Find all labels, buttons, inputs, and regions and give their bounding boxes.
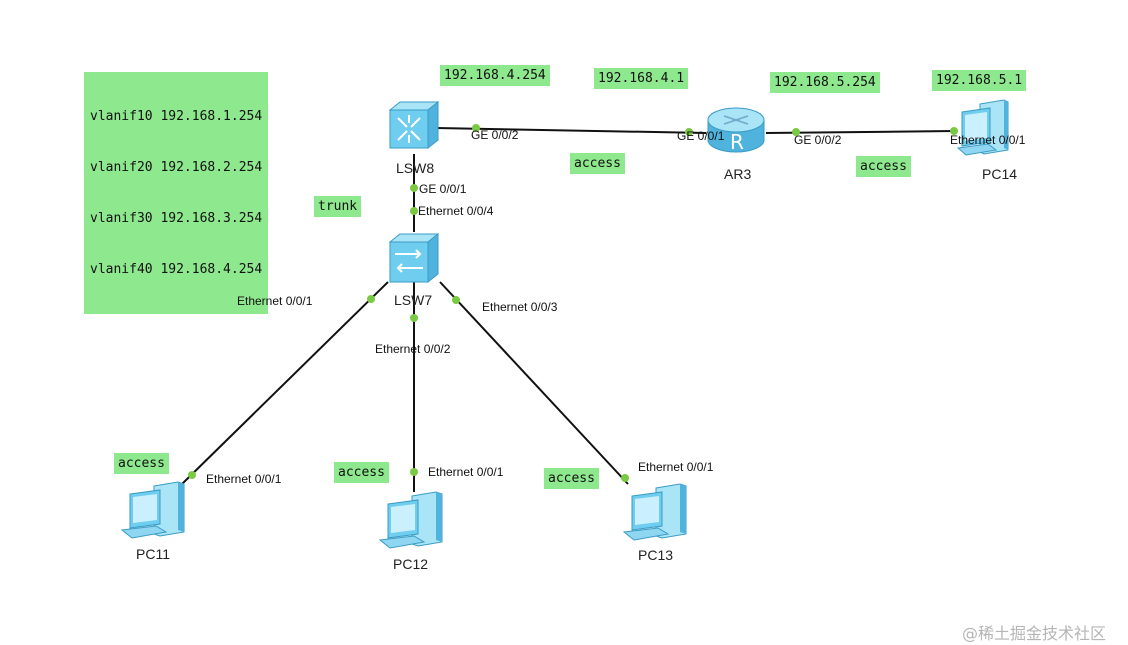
port-label-pc12-eth: Ethernet 0/0/1 <box>428 465 504 479</box>
port-label-pc11-eth: Ethernet 0/0/1 <box>206 472 282 486</box>
port-label-pc13-eth: Ethernet 0/0/1 <box>638 460 714 474</box>
port-dot <box>410 468 418 476</box>
vlanif-line: vlanif20 192.168.2.254 <box>90 160 263 175</box>
vlanif-line: vlanif40 192.168.4.254 <box>90 262 263 277</box>
access-ar3-pc14-note: access <box>856 156 911 177</box>
port-label-lsw8-ge001: GE 0/0/1 <box>419 182 467 196</box>
port-label-lsw7-eth003: Ethernet 0/0/3 <box>482 300 558 314</box>
port-dot <box>685 128 693 136</box>
pc12-computer-icon[interactable] <box>378 488 446 550</box>
trunk-note: trunk <box>314 196 362 217</box>
port-dot <box>950 127 958 135</box>
port-dot <box>792 128 800 136</box>
port-dot <box>188 471 196 479</box>
port-dot <box>410 184 418 192</box>
link-lsw8-ar3[interactable] <box>435 127 707 134</box>
pc14-name: PC14 <box>982 166 1018 182</box>
port-label-pc14-eth: Ethernet 0/0/1 <box>950 133 1026 147</box>
pc13-computer-icon[interactable] <box>622 480 690 542</box>
lsw7-switch-icon[interactable] <box>386 232 442 284</box>
port-dot <box>410 207 418 215</box>
watermark: @稀土掘金技术社区 <box>962 624 1107 643</box>
ip-pc14-note: 192.168.5.1 <box>932 70 1027 91</box>
vlanif-line: vlanif10 192.168.1.254 <box>90 109 263 124</box>
vlanif-line: vlanif30 192.168.3.254 <box>90 211 263 226</box>
port-label-lsw8-ge002: GE 0/0/2 <box>471 128 519 142</box>
ar3-router-icon[interactable]: R <box>704 104 768 158</box>
port-dot <box>621 474 629 482</box>
svg-text:R: R <box>730 130 744 154</box>
access-lsw8-ar3-note: access <box>570 153 625 174</box>
port-label-ar3-ge002: GE 0/0/2 <box>794 133 842 147</box>
ip-ar3-ge002-note: 192.168.5.254 <box>770 72 880 93</box>
pc13-name: PC13 <box>638 547 674 563</box>
port-dot <box>367 295 375 303</box>
link-lsw7-pc11[interactable] <box>181 281 389 485</box>
pc14-computer-icon[interactable] <box>956 98 1012 158</box>
lsw7-name: LSW7 <box>394 292 433 308</box>
ar3-name: AR3 <box>724 166 752 182</box>
access-pc13-note: access <box>544 468 599 489</box>
link-lsw7-pc13[interactable] <box>439 281 629 485</box>
port-dot <box>452 296 460 304</box>
pc11-name: PC11 <box>136 546 170 562</box>
port-label-lsw7-eth004: Ethernet 0/0/4 <box>418 204 494 218</box>
port-label-ar3-ge001: GE 0/0/1 <box>677 129 725 143</box>
access-pc11-note: access <box>114 453 169 474</box>
vlanif-note: vlanif10 192.168.1.254 vlanif20 192.168.… <box>84 72 269 314</box>
pc11-computer-icon[interactable] <box>120 478 188 540</box>
port-label-lsw7-eth001: Ethernet 0/0/1 <box>237 294 313 308</box>
access-pc12-note: access <box>334 462 389 483</box>
ip-ar3-ge001-note: 192.168.4.1 <box>594 68 689 89</box>
port-label-lsw7-eth002: Ethernet 0/0/2 <box>375 342 451 356</box>
ip-lsw8-ge002-note: 192.168.4.254 <box>440 65 550 86</box>
pc12-name: PC12 <box>393 556 429 572</box>
lsw8-name: LSW8 <box>396 160 435 176</box>
port-dot <box>410 314 418 322</box>
lsw8-switch-icon[interactable] <box>386 100 442 150</box>
port-dot <box>472 124 480 132</box>
